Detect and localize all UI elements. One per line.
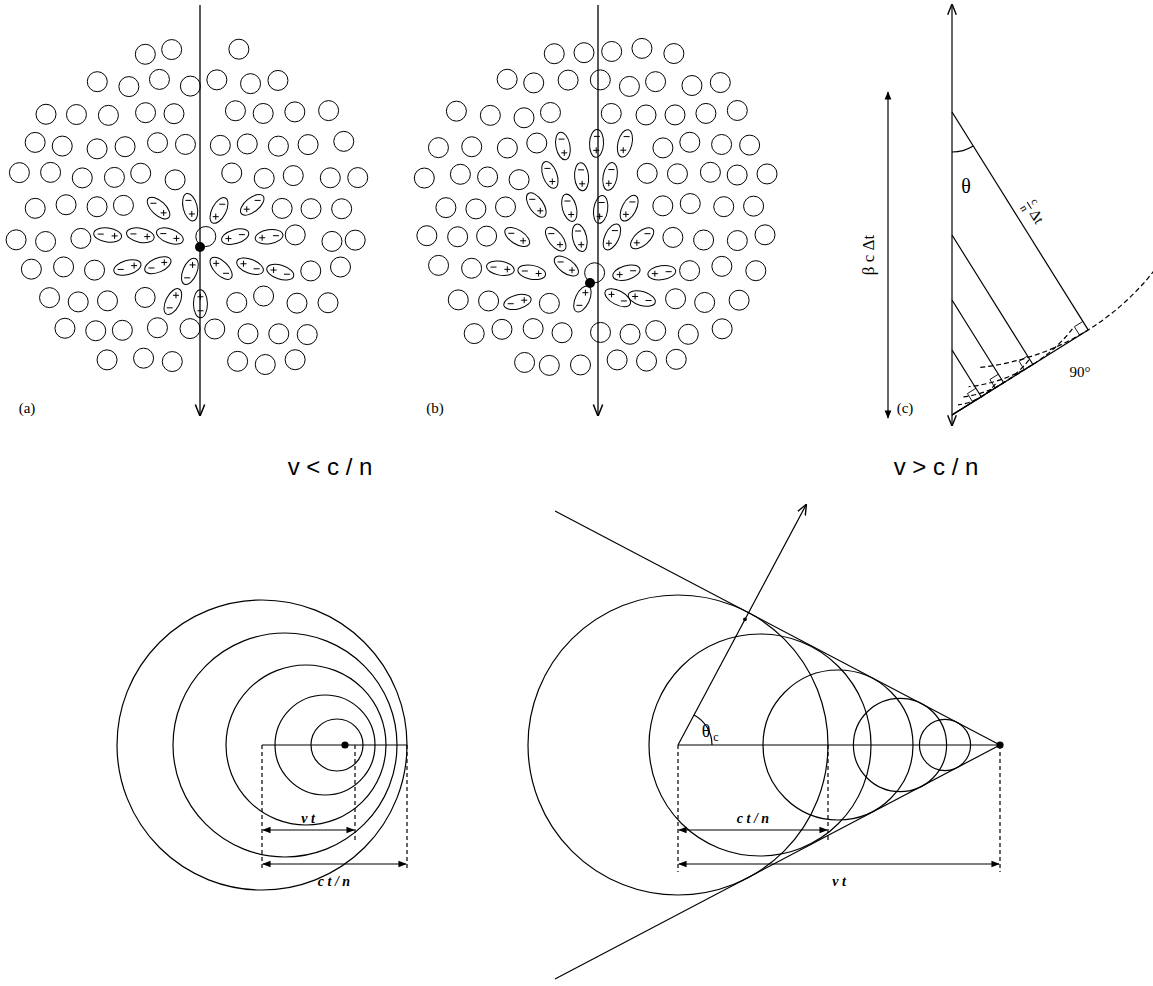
cherenkov-cone (528, 505, 1003, 979)
polarized-molecule (626, 288, 657, 309)
distance-label: c t / n (737, 812, 769, 826)
polarized-molecule (160, 286, 185, 317)
panel-letter: (a) (19, 401, 36, 416)
polarized-molecule (600, 221, 625, 252)
polarized-molecule (112, 257, 143, 278)
polarized-molecule (517, 263, 547, 282)
polarized-molecule (93, 226, 123, 243)
track-length: β c Δt (859, 233, 878, 277)
medium-molecules (414, 38, 777, 375)
angle-symbol: θ (961, 176, 971, 196)
polarized-molecule (542, 224, 570, 255)
condition-label: v < c / n (288, 455, 373, 479)
panel-letter: (b) (426, 401, 444, 416)
polarized-molecule (206, 253, 236, 283)
particle (195, 242, 205, 252)
polarized-molecule (647, 264, 677, 282)
polarized-molecule (589, 129, 604, 158)
panel-letter: (c) (897, 401, 914, 416)
polarized-molecule (142, 253, 173, 277)
right-angle-label: 90° (1070, 365, 1091, 380)
polarized-molecule (611, 262, 642, 283)
polarized-molecule (180, 192, 200, 223)
polarized-molecule (570, 223, 590, 253)
polarized-molecule (551, 252, 582, 280)
polarized-molecule (538, 159, 561, 190)
medium-molecules (6, 39, 368, 374)
cone-construction (888, 5, 1153, 425)
polarized-molecule (502, 292, 533, 313)
polarized-molecule (234, 255, 265, 278)
angle-symbol: θ (702, 722, 711, 740)
polarized-molecule (254, 228, 284, 246)
particle-track (597, 5, 598, 415)
polarized-molecule (616, 193, 641, 224)
polarized-molecule (523, 190, 550, 221)
subluminal-wavefronts (117, 600, 407, 890)
polarized-molecule (206, 195, 231, 226)
polarized-molecule (559, 192, 580, 223)
polarized-molecule (574, 162, 590, 191)
polarized-molecule (265, 261, 296, 283)
condition-label: v > c / n (894, 455, 979, 479)
distance-label: v t (301, 812, 315, 826)
distance-label: v t (832, 875, 846, 889)
polarized-molecule (154, 225, 185, 248)
angle-subscript: c (713, 731, 718, 743)
particle-track (199, 5, 200, 415)
time-interval: Δt (1026, 207, 1046, 227)
polarized-molecule (237, 191, 268, 219)
polarized-molecule (502, 224, 533, 251)
polarized-molecule (627, 224, 657, 253)
polarized-molecule (220, 226, 251, 247)
polarized-molecule (178, 256, 202, 287)
polarized-molecule (615, 128, 635, 159)
polarized-molecule (570, 283, 595, 314)
distance-label: c t / n (318, 875, 350, 889)
polarized-molecule (485, 259, 515, 277)
polarized-molecule (553, 131, 572, 161)
polarized-molecule (125, 226, 155, 245)
particle (585, 278, 595, 288)
polarized-molecule (144, 193, 174, 222)
polarized-molecule (592, 195, 610, 225)
polarized-molecule (601, 161, 620, 191)
